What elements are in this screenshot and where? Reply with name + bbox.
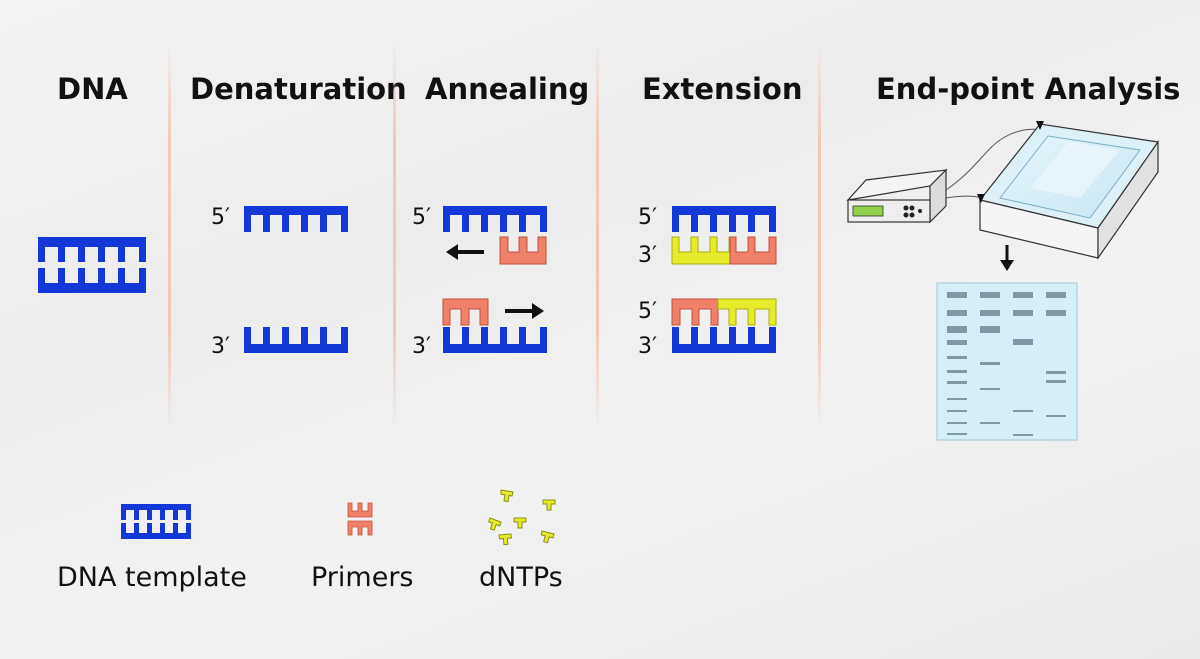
power-supply-icon <box>846 168 948 224</box>
arrow-left-icon <box>446 244 484 260</box>
arrow-right-icon <box>505 303 544 319</box>
strand-label-3prime: 3′ <box>211 334 230 359</box>
denatured-bottom-strand <box>244 327 348 353</box>
legend-dntps-icon <box>488 489 556 546</box>
annealing-top-strand <box>443 206 547 232</box>
arrow-down-icon <box>1000 245 1014 271</box>
legend-label-template: DNA template <box>57 562 247 593</box>
strand-label-3prime: 3′ <box>638 243 657 268</box>
heading-analysis: End-point Analysis <box>876 72 1181 106</box>
divider <box>596 40 599 430</box>
heading-denaturation: Denaturation <box>190 72 407 106</box>
legend-label-dntps: dNTPs <box>479 562 563 593</box>
heading-dna: DNA <box>57 72 128 106</box>
extension-bottom-strand <box>672 327 776 353</box>
gel-image-icon <box>936 282 1078 441</box>
denatured-top-strand <box>244 206 348 232</box>
annealing-primer-bottom <box>499 236 547 265</box>
strand-label-3prime: 3′ <box>638 334 657 359</box>
annealing-bottom-strand <box>443 327 547 353</box>
extension-new-strand-top <box>671 298 777 326</box>
divider <box>818 40 821 430</box>
heading-extension: Extension <box>642 72 803 106</box>
strand-label-5prime: 5′ <box>412 205 431 230</box>
extension-new-strand-bottom <box>671 236 777 265</box>
divider <box>168 40 171 430</box>
gel-box-icon <box>977 121 1160 260</box>
dna-double-strand <box>38 237 146 293</box>
strand-label-3prime: 3′ <box>412 334 431 359</box>
legend-label-primers: Primers <box>311 562 414 593</box>
strand-label-5prime: 5′ <box>638 299 657 324</box>
strand-label-5prime: 5′ <box>638 205 657 230</box>
legend-primers-icon <box>347 502 373 536</box>
extension-top-strand <box>672 206 776 232</box>
heading-annealing: Annealing <box>425 72 590 106</box>
annealing-primer-top <box>442 298 489 326</box>
legend-template-icon <box>121 504 191 539</box>
divider <box>393 40 396 430</box>
strand-label-5prime: 5′ <box>211 205 230 230</box>
